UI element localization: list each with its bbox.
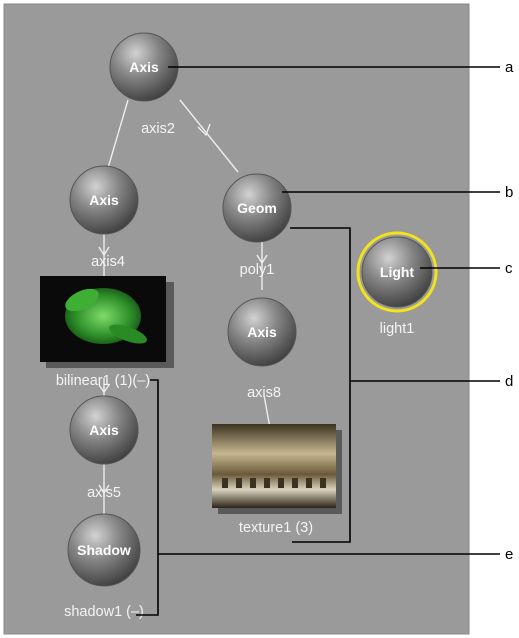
node-type-label: Axis [247,324,277,340]
node-name-geom: poly1 [240,262,275,278]
node-name-light: light1 [380,321,415,337]
edge-arrowhead [98,484,110,495]
node-type-label: Axis [89,192,119,208]
node-name-shadow: shadow1 (–) [64,604,144,620]
sphere-icon [69,165,139,235]
node-axis4[interactable]: Axis [69,165,139,235]
node-name-texture: texture1 (3) [239,520,313,536]
graph-edges [98,99,271,516]
sphere-icon [67,513,141,587]
node-axis8[interactable]: Axis [227,297,297,367]
node-axis5[interactable]: Axis [69,395,139,465]
node-type-label: Shadow [77,542,131,558]
selection-ring [356,231,438,313]
sphere-icon [69,395,139,465]
node-name-axis2: axis2 [141,121,175,137]
node-name-bilinear: bilinear1 (1)(–) [56,373,150,389]
image-node-texture[interactable] [212,424,342,514]
node-type-label: Light [380,264,415,280]
callout-label-c: c [505,260,513,277]
green-figure-arm [109,324,147,344]
node-type-label: Geom [237,200,277,216]
edge-axis2-axis4 [107,99,129,169]
callout-label-d: d [505,373,513,390]
node-light[interactable]: Light [356,231,438,313]
node-shadow[interactable]: Shadow [67,513,141,587]
texture-arches [222,478,326,488]
node-geom[interactable]: Geom [222,173,292,243]
node-name-axis5: axis5 [87,485,121,501]
edge-arrowhead [98,246,110,257]
node-name-axis4: axis4 [91,254,125,270]
callout-label-e: e [505,546,513,563]
node-type-label: Axis [129,59,159,75]
callout-lines [136,66,500,616]
edge-arrowhead [256,254,268,265]
sphere-icon [227,297,297,367]
sphere-icon [222,173,292,243]
image-node-bilinear[interactable] [40,276,174,368]
edge-arrowhead [98,384,110,394]
callout-bracket-e [136,379,159,616]
callout-bracket-d [290,227,351,543]
node-type-label: Axis [89,422,119,438]
edge-arrowhead [197,123,211,137]
sphere-icon [361,236,433,308]
node-name-axis8: axis8 [247,385,281,401]
edge-axis2-geom [179,99,239,173]
node-axis2[interactable]: Axis [109,32,179,102]
callout-label-a: a [505,59,514,76]
architecture-texture-thumbnail [212,424,336,508]
edge-axis8-texture [263,394,271,429]
callout-label-b: b [505,184,513,201]
green-figure-arm [65,288,99,312]
